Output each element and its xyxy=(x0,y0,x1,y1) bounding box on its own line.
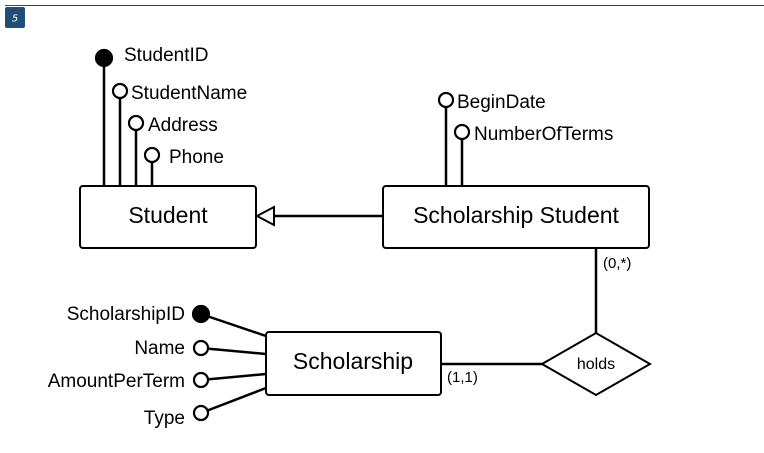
scholarship-student-entity: Scholarship Student xyxy=(382,185,650,249)
student-name-label: StudentName xyxy=(131,83,247,104)
scholarship-entity-label: Scholarship xyxy=(293,348,413,374)
amount-per-term-connector xyxy=(200,372,267,382)
scholarship-id-key-icon xyxy=(191,304,211,324)
scholarship-student-entity-box xyxy=(382,185,650,249)
begin-date-label: BeginDate xyxy=(457,92,546,113)
student-entity: Student xyxy=(79,185,257,249)
name-label: Name xyxy=(134,338,185,359)
student-id-label: StudentID xyxy=(124,45,209,66)
phone-label: Phone xyxy=(169,147,224,168)
name-attribute-icon xyxy=(192,339,210,357)
student-id-key-icon xyxy=(94,48,114,68)
address-label: Address xyxy=(148,115,218,136)
address-attribute-icon xyxy=(127,114,145,132)
scholarship-entity-box xyxy=(265,331,442,396)
type-connector xyxy=(200,386,267,415)
amount-per-term-label: AmountPerTerm xyxy=(48,371,185,392)
student-entity-box xyxy=(79,185,257,249)
type-attribute-icon xyxy=(192,404,210,422)
cardinality-scholarship: (1,1) xyxy=(447,369,478,386)
inheritance-arrow-icon xyxy=(254,205,275,227)
number-of-terms-label: NumberOfTerms xyxy=(474,124,613,145)
holds-relationship-label: holds xyxy=(577,356,615,373)
student-name-attribute-icon xyxy=(111,82,129,100)
name-connector xyxy=(200,346,267,356)
question-badge: 5 xyxy=(5,7,25,28)
phone-attribute-icon xyxy=(143,146,161,164)
begin-date-attribute-icon xyxy=(437,91,455,109)
cardinality-scholarship-student: (0,*) xyxy=(603,255,631,272)
number-of-terms-attribute-icon xyxy=(453,123,471,141)
scholarship-id-connector xyxy=(200,312,267,338)
scholarship-student-entity-label: Scholarship Student xyxy=(413,202,619,228)
amount-per-term-attribute-icon xyxy=(192,371,210,389)
badge-number: 5 xyxy=(12,14,18,25)
type-label: Type xyxy=(144,408,185,429)
holds-relationship: holds xyxy=(539,331,653,397)
holds-relationship-diamond xyxy=(539,331,653,397)
student-entity-label: Student xyxy=(128,202,208,228)
scholarship-entity: Scholarship xyxy=(265,331,442,396)
scholarship-id-label: ScholarshipID xyxy=(67,304,185,325)
badge-background xyxy=(5,7,25,28)
